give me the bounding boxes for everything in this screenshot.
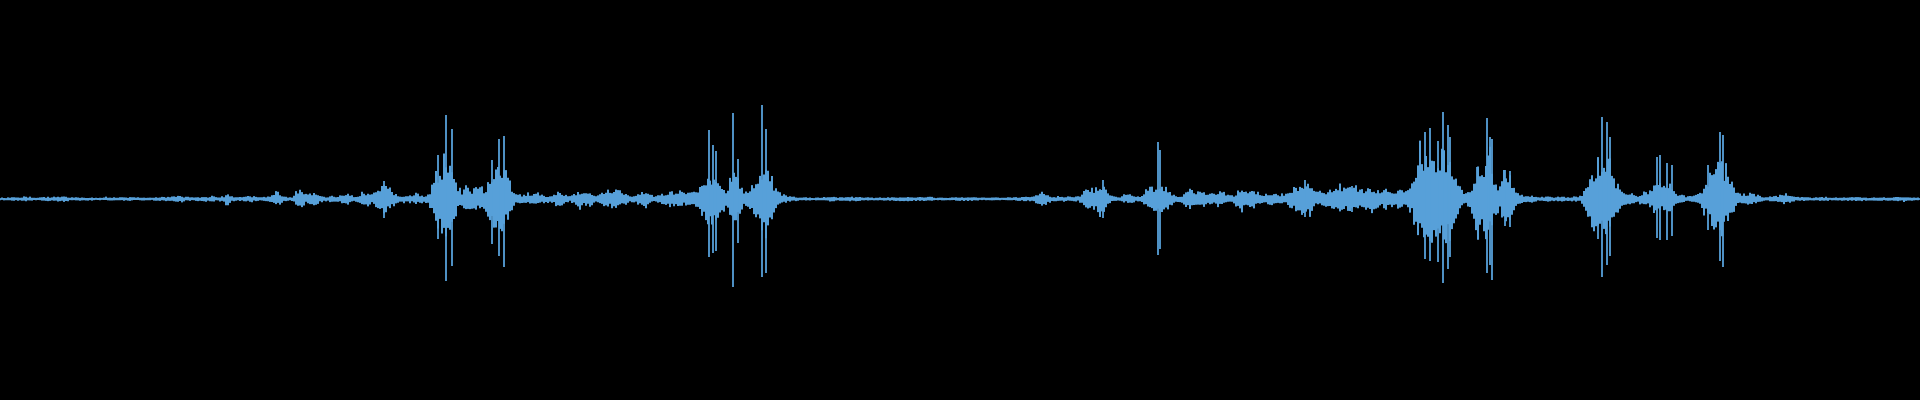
waveform-spikes: [383, 105, 1724, 287]
